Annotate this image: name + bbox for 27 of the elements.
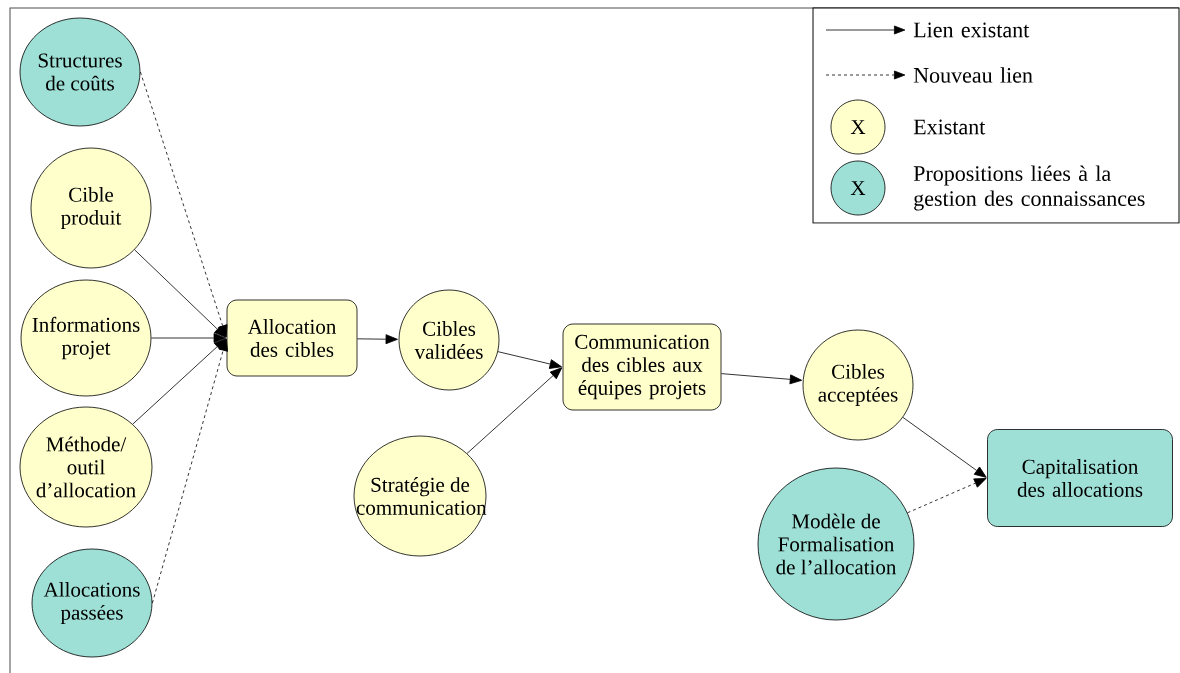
- dashed-arrow: [140, 71, 228, 338]
- circle-node: Informations projet: [20, 279, 152, 397]
- arrow: [497, 351, 562, 369]
- legend-label: Existant: [913, 119, 986, 135]
- arrow: [466, 367, 563, 454]
- dashed-arrow: [152, 338, 228, 604]
- circle-node: Méthode/ outil d’allocation: [19, 406, 153, 528]
- legend-label: Nouveau lien: [913, 67, 1033, 83]
- circle-node: Cible produit: [30, 147, 152, 269]
- hatched-circle-node: Modèle de Formalisation de l’allocation: [757, 467, 915, 621]
- arrow: [902, 417, 987, 478]
- arrow: [151, 333, 226, 343]
- legend-label: Propositions liées à la gestion des connaissances: [913, 165, 1145, 211]
- arrow: [357, 334, 398, 345]
- arrow: [134, 249, 227, 338]
- dashed-arrow: [907, 478, 987, 514]
- circle-node: Cibles validées: [398, 289, 500, 391]
- arrow: [721, 373, 803, 385]
- circle-node: Stratégie de communication: [353, 435, 487, 557]
- hatched-circle-node: Structures de coûts: [19, 17, 141, 127]
- legend-label: Lien existant: [913, 22, 1030, 38]
- arrow: [132, 338, 227, 425]
- process-box: Communication des cibles aux équipes projets: [562, 323, 722, 411]
- hatched-process-box: Capitalisation des allocations: [987, 429, 1173, 527]
- hatched-circle-node: Allocations passées: [31, 548, 153, 658]
- process-box: Allocation des cibles: [226, 299, 358, 377]
- circle-node: Cibles acceptées: [802, 329, 914, 441]
